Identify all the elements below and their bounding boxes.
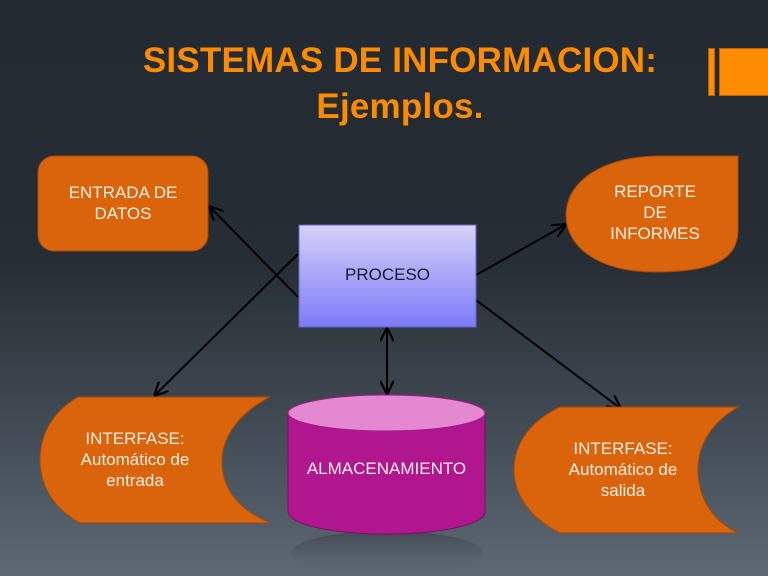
interfase-salida-line-2: Automático de (568, 460, 678, 479)
title-line-2: Ejemplos. (316, 87, 484, 126)
arrow-to-interfase-entrada (155, 253, 299, 395)
node-almacenamiento: ALMACENAMIENTO (288, 458, 485, 479)
accent-bar-thin (708, 48, 715, 96)
arrow-to-reporte (475, 225, 565, 276)
interfase-entrada-line-2: Automático de (80, 450, 190, 469)
proceso-label: PROCESO (344, 265, 431, 284)
reporte-line-2: DE (643, 203, 667, 222)
reporte-line-1: REPORTE (614, 182, 696, 201)
interfase-entrada-line-3: entrada (106, 471, 164, 490)
node-entrada-shape (37, 155, 209, 252)
node-interfase-salida: INTERFASE: Automático de salida (548, 438, 698, 501)
interfase-salida-line-3: salida (600, 481, 646, 500)
title-line-1: SISTEMAS DE INFORMACION: (142, 41, 658, 80)
node-interfase-entrada-shape (39, 396, 271, 524)
interfase-salida-line-1: INTERFASE: (573, 439, 673, 458)
node-interfase-salida-shape (513, 406, 740, 534)
almacenamiento-label: ALMACENAMIENTO (306, 459, 467, 478)
reporte-line-3: INFORMES (610, 224, 700, 243)
interfase-entrada-line-1: INTERFASE: (85, 429, 185, 448)
node-reporte: REPORTE DE INFORMES (590, 181, 720, 244)
node-entrada: ENTRADA DE DATOS (38, 182, 208, 224)
slide-title: SISTEMAS DE INFORMACION: Ejemplos. (100, 38, 700, 130)
accent-bar-block (719, 48, 768, 96)
storage-reflection (291, 531, 483, 575)
node-proceso: PROCESO (299, 264, 476, 285)
arrow-to-entrada (210, 207, 299, 298)
arrow-to-interfase-salida (475, 299, 620, 408)
node-interfase-entrada: INTERFASE: Automático de entrada (60, 428, 210, 491)
node-almacenamiento-shape (287, 412, 486, 535)
node-proceso-shape (298, 224, 477, 328)
node-reporte-shape (565, 155, 739, 273)
entrada-line-2: DATOS (94, 204, 152, 223)
entrada-line-1: ENTRADA DE (68, 183, 178, 202)
node-almacenamiento-top (287, 394, 486, 432)
